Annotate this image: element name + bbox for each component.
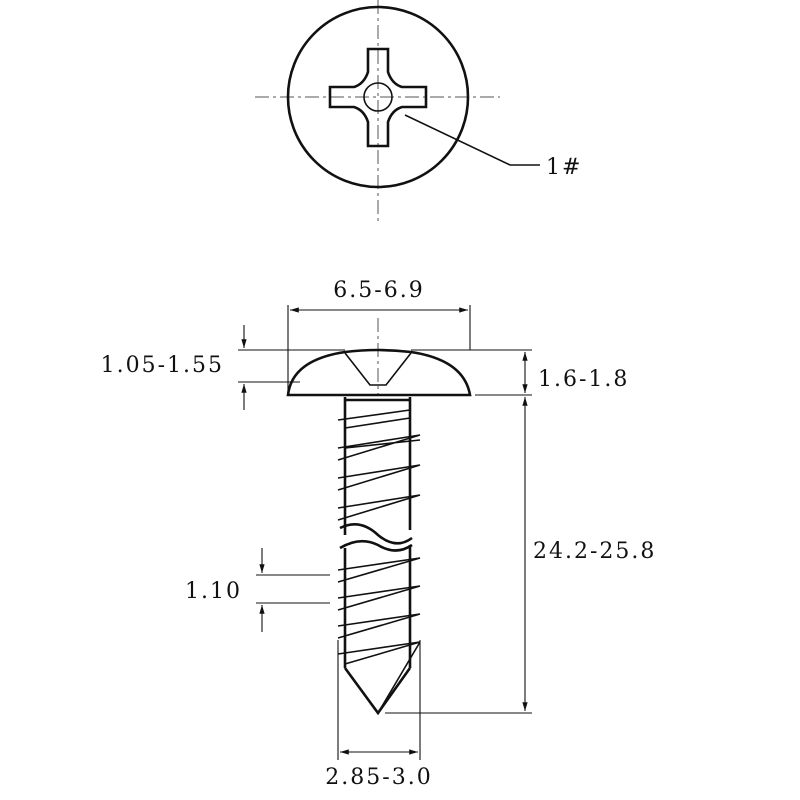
recess-center xyxy=(363,82,393,112)
callout-label: 1# xyxy=(546,155,582,180)
recess-depth-label: 1.05-1.55 xyxy=(101,353,224,378)
thread-upper xyxy=(337,409,421,521)
thread-diameter-label: 2.85-3.0 xyxy=(325,765,432,790)
head-diameter-label: 6.5-6.9 xyxy=(333,278,424,303)
length-label: 24.2-25.8 xyxy=(533,539,656,564)
head-outline xyxy=(286,5,470,189)
thread-lower xyxy=(337,557,421,714)
recess-section xyxy=(344,352,412,386)
top-view: 1# xyxy=(255,0,582,225)
callout-leader xyxy=(404,114,540,166)
phillips-recess-icon xyxy=(328,47,428,148)
thread-pitch-label: 1.10 xyxy=(185,579,242,604)
head-height-label: 1.6-1.8 xyxy=(538,367,629,392)
shank-upper xyxy=(343,397,412,535)
screw-head xyxy=(286,348,472,397)
break-line-lower xyxy=(339,539,413,552)
break-line-upper xyxy=(339,523,413,545)
side-view: 6.5-6.9 1.05-1.55 1.6-1.8 24.2-25.8 1.10… xyxy=(101,278,656,790)
